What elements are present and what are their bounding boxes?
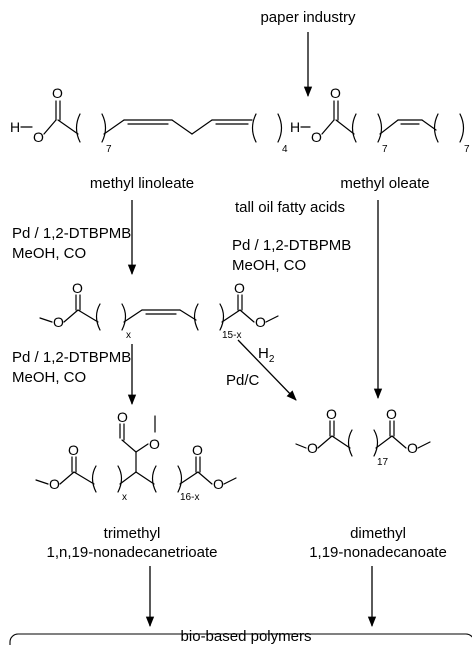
atom-o: O (386, 406, 397, 422)
atom-o: O (213, 476, 224, 492)
molecule-linoleic-acid: H O O 7 4 (10, 85, 288, 155)
atom-o: O (117, 409, 128, 425)
bio-polymers-label: bio-based polymers (181, 628, 312, 645)
molecule-unsaturated-diester: O O x 15-x O O (39, 280, 279, 341)
trimethyl-name-label: 1,n,19-nonadecanetrioate (47, 544, 218, 561)
atom-o: O (311, 129, 322, 145)
atom-o: O (72, 280, 83, 296)
subscript-7: 7 (382, 144, 388, 155)
subscript-16-x: 16-x (180, 492, 199, 503)
atom-o: O (149, 436, 160, 452)
tall-oil-label: tall oil fatty acids (235, 199, 345, 216)
subscript-4: 4 (282, 144, 288, 155)
subscript-7: 7 (464, 144, 470, 155)
atom-o: O (407, 440, 418, 456)
paper-industry-label: paper industry (260, 9, 356, 26)
atom-o: O (68, 442, 79, 458)
polymers-box (9, 633, 472, 645)
atom-o: O (234, 280, 245, 296)
h2-label: H2 (258, 345, 275, 365)
atom-o: O (255, 314, 266, 330)
atom-o: O (33, 129, 44, 145)
atom-o: O (307, 440, 318, 456)
subscript-15-x: 15-x (222, 330, 241, 341)
atom-o: O (326, 406, 337, 422)
subscript-17: 17 (377, 457, 389, 468)
molecule-oleic-acid: H O O 7 7 (290, 85, 470, 155)
catalyst-label: Pd / 1,2-DTBPMB (232, 237, 351, 254)
subscript-7: 7 (106, 144, 112, 155)
methyl-linoleate-label: methyl linoleate (90, 175, 194, 192)
atom-o: O (330, 85, 341, 101)
molecule-dimethyl-diester: O O 17 O O (295, 406, 431, 468)
catalyst-label: Pd / 1,2-DTBPMB (12, 225, 131, 242)
atom-o: O (52, 85, 63, 101)
arrow-hydrogenation (237, 339, 297, 401)
atom-o: O (53, 314, 64, 330)
conditions-label: MeOH, CO (12, 245, 86, 262)
dimethyl-label: dimethyl (350, 525, 406, 542)
methyl-oleate-label: methyl oleate (340, 175, 429, 192)
molecule-trimethyl-triester: O O x O O 16-x O O (35, 409, 237, 503)
pdc-label: Pd/C (226, 372, 260, 389)
conditions-label: MeOH, CO (232, 257, 306, 274)
atom-h: H (10, 119, 20, 135)
conditions-label: MeOH, CO (12, 369, 86, 386)
atom-o: O (49, 476, 60, 492)
catalyst-label: Pd / 1,2-DTBPMB (12, 349, 131, 366)
subscript-x: x (126, 330, 131, 341)
trimethyl-label: trimethyl (104, 525, 161, 542)
dimethyl-name-label: 1,19-nonadecanoate (309, 544, 447, 561)
subscript-x: x (122, 492, 127, 503)
atom-o: O (192, 442, 203, 458)
atom-h: H (290, 119, 300, 135)
